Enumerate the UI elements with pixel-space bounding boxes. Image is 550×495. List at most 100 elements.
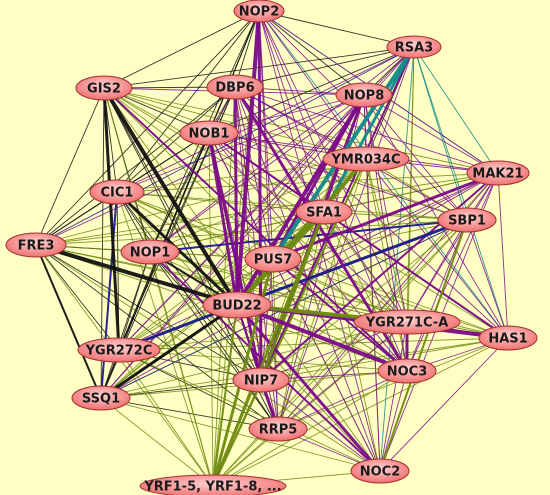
node-shape[interactable] bbox=[248, 416, 308, 442]
edge-sbp1-nob1 bbox=[208, 132, 468, 221]
edge-ygr271c-a-sbp1 bbox=[406, 219, 468, 323]
node-sfa1[interactable]: SFA1 bbox=[295, 199, 353, 225]
node-label: CIC1 bbox=[101, 186, 134, 201]
edge-nop2-cic1 bbox=[116, 10, 260, 193]
node-shape[interactable] bbox=[350, 458, 410, 484]
edge-has1-ygr272c bbox=[118, 337, 509, 351]
node-pus7[interactable]: PUS7 bbox=[244, 245, 302, 273]
node-ygr272c[interactable]: YGR272C bbox=[77, 337, 161, 363]
node-shape[interactable] bbox=[5, 232, 67, 258]
edge-nop8-nop1 bbox=[149, 94, 365, 253]
node-shape[interactable] bbox=[206, 74, 264, 100]
node-noc3[interactable]: NOC3 bbox=[377, 358, 437, 384]
edge-has1-nop8 bbox=[363, 94, 509, 339]
edge-bud22-noc3 bbox=[236, 303, 408, 373]
node-shape[interactable] bbox=[89, 179, 145, 205]
node-noc2[interactable]: NOC2 bbox=[350, 458, 410, 484]
node-shape[interactable] bbox=[75, 75, 133, 101]
node-shape[interactable] bbox=[71, 385, 131, 411]
edge-sbp1-cic1 bbox=[116, 191, 468, 221]
edge-noc2-nip7 bbox=[260, 379, 381, 472]
node-shape[interactable] bbox=[377, 358, 437, 384]
edge-rsa3-dbp6 bbox=[234, 46, 415, 88]
node-shape[interactable] bbox=[179, 120, 239, 146]
node-sbp1[interactable]: SBP1 bbox=[437, 207, 497, 233]
node-rsa3[interactable]: RSA3 bbox=[386, 35, 442, 59]
node-shape[interactable] bbox=[139, 474, 287, 495]
edge-layer bbox=[35, 10, 509, 487]
edge-pus7-nob1 bbox=[208, 132, 274, 260]
edge-pus7-dbp6 bbox=[234, 86, 274, 260]
node-ymr034c[interactable]: YMR034C bbox=[322, 146, 410, 172]
node-shape[interactable] bbox=[322, 146, 410, 172]
edge-ymr034c-fre3 bbox=[35, 158, 367, 246]
edge-yrf1-fre3 bbox=[35, 244, 214, 487]
node-ygr271c-a[interactable]: YGR271C-A bbox=[353, 309, 461, 335]
node-cic1[interactable]: CIC1 bbox=[89, 179, 145, 205]
edge-rrp5-sfa1 bbox=[277, 211, 325, 430]
node-label: GIS2 bbox=[87, 82, 121, 97]
node-shape[interactable] bbox=[202, 291, 272, 319]
node-shape[interactable] bbox=[232, 367, 290, 393]
node-label: NOC2 bbox=[360, 465, 401, 480]
node-shape[interactable] bbox=[120, 239, 180, 265]
edge-has1-ssq1 bbox=[100, 337, 509, 399]
edge-sfa1-fre3 bbox=[35, 211, 325, 246]
node-bud22[interactable]: BUD22 bbox=[202, 291, 272, 319]
node-nop8[interactable]: NOP8 bbox=[335, 82, 393, 108]
edge-nop2-dbp6 bbox=[234, 10, 260, 88]
edge-has1-sbp1 bbox=[466, 219, 509, 339]
node-gis2[interactable]: GIS2 bbox=[75, 75, 133, 101]
node-shape[interactable] bbox=[335, 82, 393, 108]
edge-noc2-sfa1 bbox=[323, 211, 381, 472]
edge-has1-rrp5 bbox=[277, 337, 509, 430]
node-shape[interactable] bbox=[353, 309, 461, 335]
edge-sbp1-noc2 bbox=[379, 219, 468, 472]
node-nob1[interactable]: NOB1 bbox=[179, 120, 239, 146]
node-mak21[interactable]: MAK21 bbox=[466, 160, 530, 186]
edge-dbp6-bud22 bbox=[233, 86, 239, 306]
node-shape[interactable] bbox=[437, 207, 497, 233]
node-shape[interactable] bbox=[386, 35, 442, 59]
node-label: DBP6 bbox=[215, 81, 254, 96]
edge-fre3-bud22 bbox=[35, 243, 238, 307]
edge-yrf1-bud22 bbox=[212, 304, 238, 487]
edge-has1-noc2 bbox=[379, 337, 509, 472]
edge-rsa3-sfa1 bbox=[322, 46, 416, 213]
edge-cic1-dbp6 bbox=[116, 86, 236, 193]
node-rrp5[interactable]: RRP5 bbox=[248, 416, 308, 442]
edge-nop2-nop8 bbox=[258, 10, 365, 96]
edge-yrf1-sbp1 bbox=[212, 219, 468, 487]
node-nip7[interactable]: NIP7 bbox=[232, 367, 290, 393]
node-ssq1[interactable]: SSQ1 bbox=[71, 385, 131, 411]
node-has1[interactable]: HAS1 bbox=[478, 325, 538, 351]
node-label: PUS7 bbox=[254, 253, 293, 268]
edge-pus7-nop2 bbox=[258, 10, 274, 260]
edge-noc2-cic1 bbox=[116, 191, 381, 472]
node-label: BUD22 bbox=[212, 299, 261, 314]
node-label: YMR034C bbox=[330, 153, 400, 168]
edge-mak21-dbp6 bbox=[234, 86, 499, 174]
node-label: MAK21 bbox=[472, 167, 523, 182]
edge-noc2-ygr272c bbox=[118, 349, 381, 472]
node-shape[interactable] bbox=[233, 0, 285, 23]
edge-nop2-nip7 bbox=[257, 10, 263, 381]
node-label: YRF1-5, YRF1-8, ... bbox=[143, 480, 281, 495]
node-shape[interactable] bbox=[77, 337, 161, 363]
node-shape[interactable] bbox=[295, 199, 353, 225]
node-yrf1[interactable]: YRF1-5, YRF1-8, ... bbox=[139, 474, 287, 495]
node-dbp6[interactable]: DBP6 bbox=[206, 74, 264, 100]
node-nop2[interactable]: NOP2 bbox=[233, 0, 285, 23]
node-nop1[interactable]: NOP1 bbox=[120, 239, 180, 265]
node-label: SFA1 bbox=[306, 206, 342, 221]
node-shape[interactable] bbox=[478, 325, 538, 351]
node-shape[interactable] bbox=[244, 245, 302, 273]
edge-rsa3-nop1 bbox=[149, 46, 415, 253]
edge-noc2-ssq1 bbox=[100, 397, 381, 472]
node-fre3[interactable]: FRE3 bbox=[5, 232, 67, 258]
edge-noc3-ymr034c bbox=[365, 158, 408, 372]
edge-sbp1-pus7 bbox=[272, 219, 468, 260]
node-shape[interactable] bbox=[466, 160, 530, 186]
